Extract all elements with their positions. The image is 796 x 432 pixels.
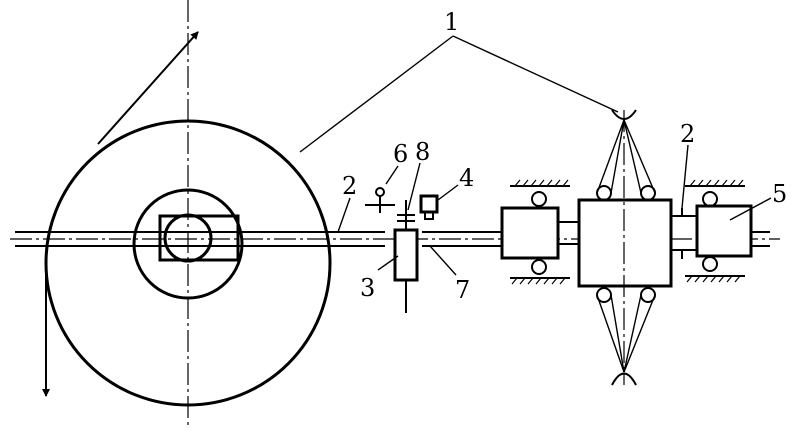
rope bbox=[42, 31, 199, 397]
element-4-box bbox=[419, 194, 439, 214]
gearbox-assembly bbox=[500, 109, 753, 386]
leader-lines bbox=[299, 35, 772, 276]
callout-2-right: 2 bbox=[680, 120, 695, 148]
leader-2-left bbox=[337, 197, 351, 233]
leader-5 bbox=[729, 197, 772, 221]
rope-upper-tangent-arrow bbox=[97, 31, 199, 145]
leader-1-left bbox=[299, 35, 454, 153]
leader-8 bbox=[407, 162, 421, 211]
leader-6 bbox=[385, 165, 399, 185]
right-coupling bbox=[670, 215, 698, 251]
lower-sheave-cables bbox=[596, 294, 656, 386]
callout-3: 3 bbox=[360, 274, 375, 302]
ground-hatch-right-top bbox=[685, 179, 745, 187]
callout-5: 5 bbox=[772, 180, 787, 208]
left-bearing-box bbox=[500, 206, 560, 260]
ground-hatch-left-bottom bbox=[510, 277, 570, 285]
right-bottom-roller bbox=[702, 256, 718, 272]
sensor-block-3 bbox=[393, 228, 419, 282]
ground-hatch-left-top bbox=[510, 179, 570, 187]
element-6-ball bbox=[375, 187, 385, 197]
callout-1: 1 bbox=[444, 8, 459, 36]
drum-outer-circle bbox=[44, 119, 332, 407]
callouts: 1 2 2 3 4 5 6 7 8 bbox=[342, 8, 787, 304]
sensor-assembly bbox=[365, 187, 439, 313]
callout-8: 8 bbox=[415, 138, 430, 166]
leader-2-right bbox=[681, 144, 689, 209]
right-top-roller bbox=[702, 191, 718, 207]
left-bottom-roller bbox=[531, 259, 547, 275]
lower-sheave-arc bbox=[611, 372, 637, 386]
callout-4: 4 bbox=[459, 164, 474, 192]
ground-hatch-right-bottom bbox=[685, 275, 745, 283]
left-coupling bbox=[557, 221, 580, 245]
upper-sheave-cables bbox=[596, 109, 656, 194]
element-4-tab bbox=[424, 211, 434, 220]
left-top-roller bbox=[531, 191, 547, 207]
central-housing bbox=[577, 198, 673, 288]
leader-1-right bbox=[452, 35, 619, 113]
leader-3 bbox=[377, 255, 399, 271]
callout-6: 6 bbox=[393, 140, 408, 168]
right-bearing-box bbox=[695, 204, 753, 258]
leader-7 bbox=[429, 245, 457, 276]
drum bbox=[44, 0, 332, 425]
callout-2-left: 2 bbox=[342, 172, 357, 200]
callout-7: 7 bbox=[455, 276, 470, 304]
leader-4 bbox=[437, 184, 459, 201]
drum-hub-square bbox=[158, 214, 240, 262]
